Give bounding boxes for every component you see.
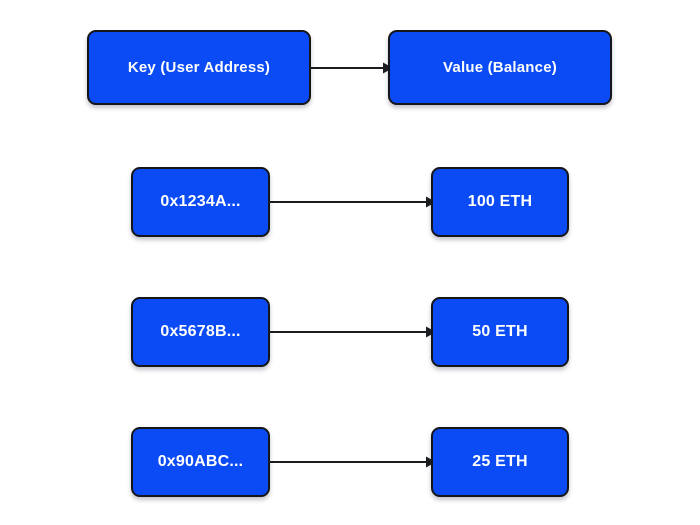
key-node: 0x5678B... bbox=[131, 297, 270, 367]
value-node: 50 ETH bbox=[431, 297, 569, 367]
key-label: 0x90ABC... bbox=[157, 453, 244, 470]
key-node: 0x90ABC... bbox=[131, 427, 270, 497]
header-arrow-right-icon bbox=[309, 62, 393, 74]
value-label: 25 ETH bbox=[472, 453, 528, 470]
header-value-label: Value (Balance) bbox=[443, 59, 557, 76]
key-node: 0x1234A... bbox=[131, 167, 270, 237]
header-value-node: Value (Balance) bbox=[388, 30, 612, 105]
value-node: 25 ETH bbox=[431, 427, 569, 497]
header-key-node: Key (User Address) bbox=[87, 30, 311, 105]
row-arrow-right-icon bbox=[268, 456, 436, 468]
row-arrow-right-icon bbox=[268, 326, 436, 338]
value-label: 100 ETH bbox=[467, 193, 533, 210]
row-arrow-right-icon bbox=[268, 196, 436, 208]
header-key-label: Key (User Address) bbox=[127, 59, 271, 76]
value-node: 100 ETH bbox=[431, 167, 569, 237]
key-label: 0x5678B... bbox=[160, 323, 241, 340]
value-label: 50 ETH bbox=[472, 323, 528, 340]
key-label: 0x1234A... bbox=[160, 193, 241, 210]
